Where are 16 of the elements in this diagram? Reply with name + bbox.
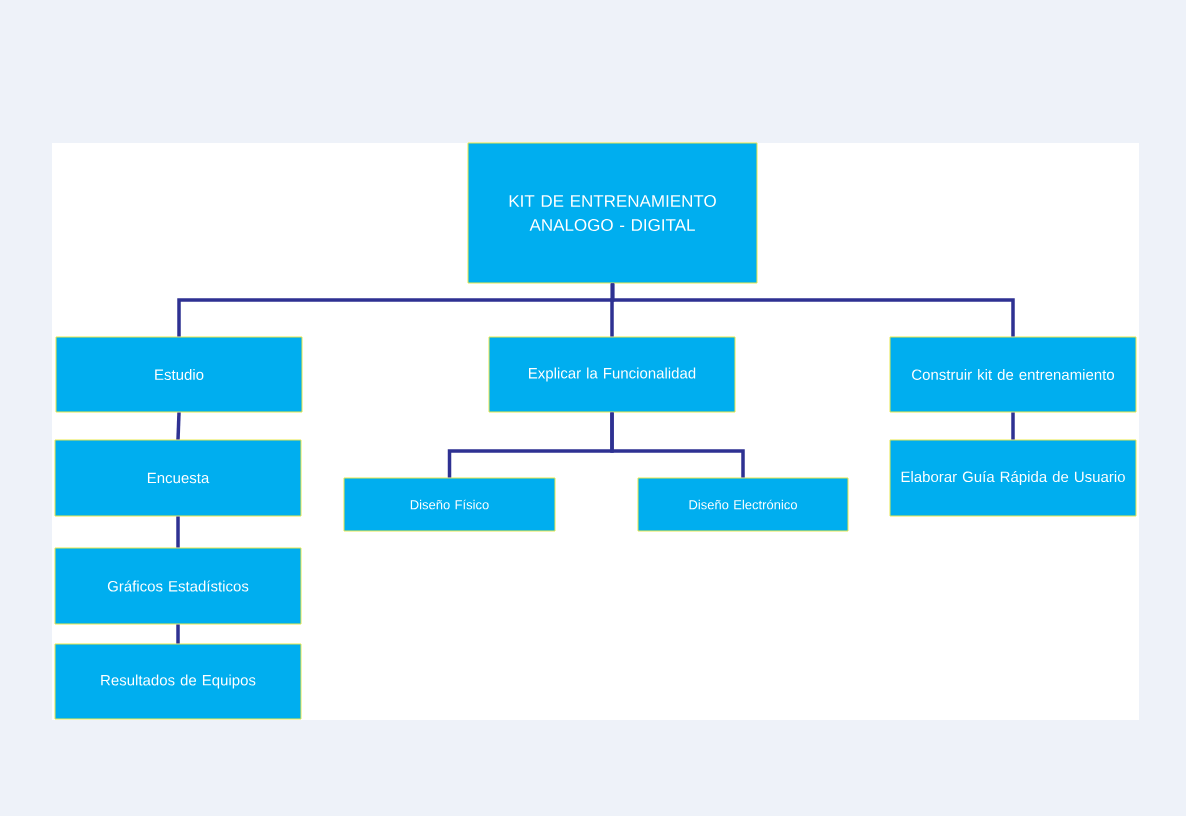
- connector-line: [610, 412, 745, 478]
- process-box: Elaborar Guía Rápida de Usuario: [889, 439, 1137, 517]
- process-box: Diseño Electrónico: [637, 477, 849, 532]
- process-box: Diseño Físico: [343, 477, 556, 532]
- connector-line: [610, 283, 1015, 337]
- connector-line: [176, 624, 180, 644]
- connector-line: [176, 412, 181, 440]
- process-box: Explicar la Funcionalidad: [488, 336, 736, 413]
- process-box: Gráficos Estadísticos: [54, 547, 302, 625]
- process-box: Construir kit de entrenamiento: [889, 336, 1137, 413]
- connector-line: [1011, 412, 1015, 440]
- process-box: KIT DE ENTRENAMIENTO ANALOGO - DIGITAL: [467, 142, 758, 284]
- process-box: Encuesta: [54, 439, 302, 517]
- process-box: Resultados de Equipos: [54, 643, 302, 720]
- connector-line: [176, 516, 180, 548]
- process-box: Estudio: [55, 336, 303, 413]
